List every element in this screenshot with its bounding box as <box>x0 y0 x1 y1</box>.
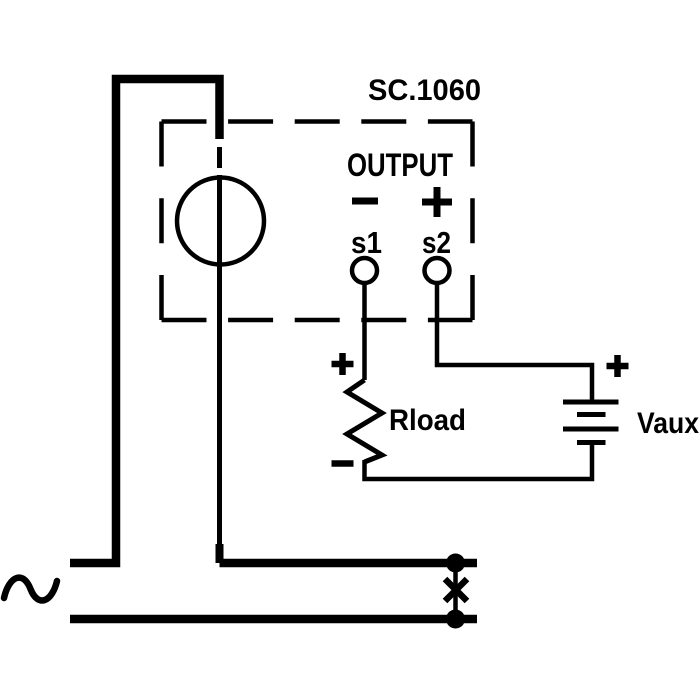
connection-dot <box>446 609 465 629</box>
current-transformer <box>174 175 267 267</box>
module-boundary <box>159 119 475 323</box>
primary-conductor <box>70 74 477 624</box>
connection-dot <box>446 553 465 573</box>
ac-source <box>0 574 61 604</box>
aux-label: Vaux <box>637 407 699 440</box>
terminal-s2 <box>422 255 452 286</box>
battery-icon <box>563 399 619 445</box>
plus-icon <box>331 353 354 375</box>
load-label: Rload <box>389 404 466 437</box>
primary-wire-loop <box>70 74 224 568</box>
s2-lead-wire <box>434 283 595 402</box>
line-junction <box>442 553 470 629</box>
load-branch: Rload <box>331 283 595 482</box>
ac-wave-icon <box>0 574 61 604</box>
aux-branch: Vaux <box>434 283 699 445</box>
module-model-label: SC.1060 <box>368 74 481 107</box>
plus-icon <box>606 355 629 377</box>
output-terminals <box>349 255 452 286</box>
output-section-label: OUTPUT <box>347 147 453 183</box>
terminal-s1-label: s1 <box>351 225 382 260</box>
module-labels: SC.1060 OUTPUT s1 s2 <box>347 74 481 260</box>
x-mark-icon <box>442 576 470 604</box>
plus-icon <box>422 187 452 217</box>
terminal-s1 <box>349 255 380 286</box>
terminal-s2-label: s2 <box>422 225 451 260</box>
load-bottom-wire <box>362 443 595 482</box>
ct-circle-icon <box>174 175 267 267</box>
resistor-icon <box>342 377 388 465</box>
